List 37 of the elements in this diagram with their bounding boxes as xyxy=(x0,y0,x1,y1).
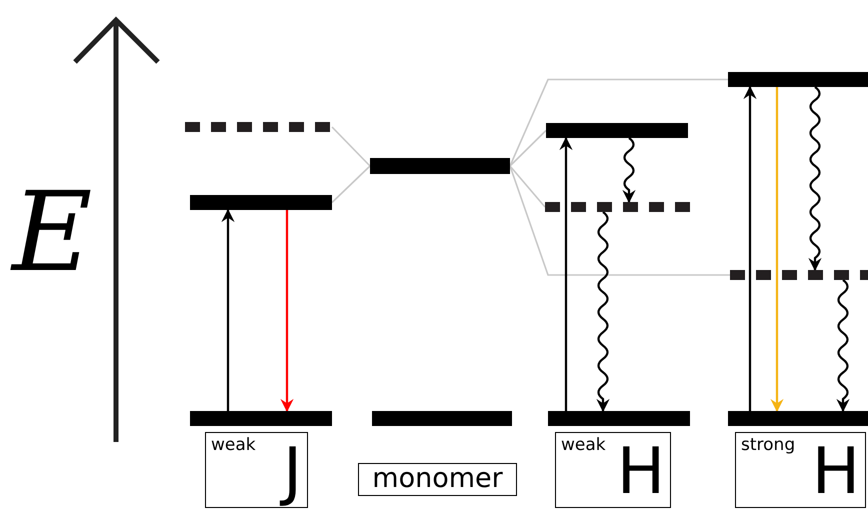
aggregate-letter: H xyxy=(812,439,860,505)
energy-level xyxy=(190,411,332,426)
dashed-energy-level xyxy=(545,202,692,212)
dashed-energy-level xyxy=(730,270,868,280)
energy-level xyxy=(370,158,510,174)
dashed-energy-level xyxy=(185,122,332,132)
energy-level xyxy=(546,123,688,138)
axis-label: E xyxy=(12,172,92,292)
arrow xyxy=(221,208,235,411)
aggregate-label-box xyxy=(205,432,308,508)
energy-level xyxy=(728,72,868,87)
arrow xyxy=(559,136,573,411)
arrow xyxy=(770,87,784,412)
energy-level xyxy=(190,195,332,210)
connector-line xyxy=(509,166,730,276)
label-text: strong xyxy=(741,436,796,455)
energy-level xyxy=(372,411,512,426)
aggregate-label-box xyxy=(358,463,517,496)
arrow xyxy=(743,86,757,411)
wavy-arrow xyxy=(596,211,610,412)
connector-line xyxy=(509,165,546,208)
aggregate-label-box xyxy=(735,432,866,508)
connector-line xyxy=(331,165,371,204)
energy-level xyxy=(548,411,690,426)
wavy-arrow xyxy=(622,137,636,204)
wavy-arrow xyxy=(808,86,822,272)
label-text: weak xyxy=(561,436,606,455)
energy-level xyxy=(728,411,868,426)
label-text: weak xyxy=(211,436,256,455)
label-text: monomer xyxy=(371,464,504,494)
aggregate-label-box xyxy=(555,432,671,508)
connector-line xyxy=(509,78,728,166)
connector-line xyxy=(509,130,547,167)
connector-line xyxy=(331,126,371,167)
arrow xyxy=(280,210,294,412)
aggregate-letter: H xyxy=(616,439,665,505)
wavy-arrow xyxy=(836,279,850,412)
